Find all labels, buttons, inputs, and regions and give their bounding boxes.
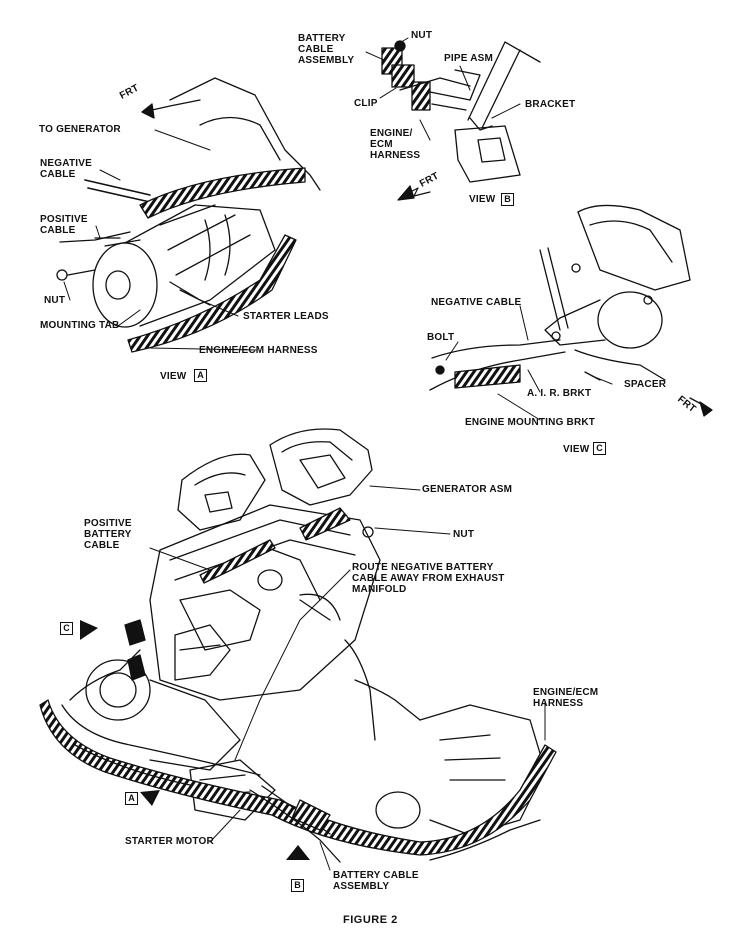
nut-label-b: NUT	[411, 30, 433, 41]
to-generator-label: TO GENERATOR	[39, 124, 121, 135]
bolt-label: BOLT	[427, 332, 455, 343]
view-a-marker: A	[125, 792, 138, 805]
nut-label-a: NUT	[44, 295, 66, 306]
view-arrows	[80, 620, 310, 860]
view-c-text: VIEW	[563, 444, 590, 455]
clip-label: CLIP	[354, 98, 378, 109]
spacer-label: SPACER	[624, 379, 667, 390]
positive-battery-cable-label: POSITIVE BATTERY CABLE	[84, 518, 132, 551]
battery-cable-assembly-label-b: BATTERY CABLE ASSEMBLY	[298, 33, 355, 66]
starter-leads-label: STARTER LEADS	[243, 311, 329, 322]
view-b-box: B	[501, 193, 514, 206]
view-b-text: VIEW	[469, 194, 496, 205]
engine-ecm-harness-label-a: ENGINE/ECM HARNESS	[199, 345, 318, 356]
view-a-text: VIEW	[160, 371, 187, 382]
leader-lines	[63, 37, 613, 871]
engine-ecm-harness-label-b: ENGINE/ ECM HARNESS	[370, 128, 421, 161]
air-brkt-label: A. I. R. BRKT	[527, 388, 592, 399]
pipe-asm-label: PIPE ASM	[444, 53, 494, 64]
negative-cable-label-c: NEGATIVE CABLE	[431, 297, 522, 308]
generator-asm-label: GENERATOR ASM	[422, 484, 513, 495]
positive-cable-label-a: POSITIVE CABLE	[40, 214, 88, 236]
view-a-drawing	[56, 77, 321, 353]
view-a-box: A	[194, 369, 207, 382]
view-b-marker: B	[291, 879, 304, 892]
mounting-tab-label: MOUNTING TAB	[40, 320, 120, 331]
starter-motor-label: STARTER MOTOR	[125, 836, 214, 847]
view-c-drawing	[429, 204, 713, 417]
view-c-box: C	[593, 442, 606, 455]
battery-cable-assembly-label-main: BATTERY CABLE ASSEMBLY	[333, 870, 419, 892]
view-b-drawing	[381, 40, 541, 201]
bracket-label: BRACKET	[525, 99, 576, 110]
figure-caption: FIGURE 2	[343, 914, 398, 926]
engine-mounting-brkt-label: ENGINE MOUNTING BRKT	[465, 417, 596, 428]
route-negative-cable-note: ROUTE NEGATIVE BATTERY CABLE AWAY FROM E…	[352, 562, 505, 595]
view-c-marker: C	[60, 622, 73, 635]
main-engine-drawing	[39, 428, 557, 863]
engine-ecm-harness-label-main: ENGINE/ECM HARNESS	[533, 687, 599, 709]
negative-cable-label-a: NEGATIVE CABLE	[40, 158, 92, 180]
nut-label-main: NUT	[453, 529, 475, 540]
